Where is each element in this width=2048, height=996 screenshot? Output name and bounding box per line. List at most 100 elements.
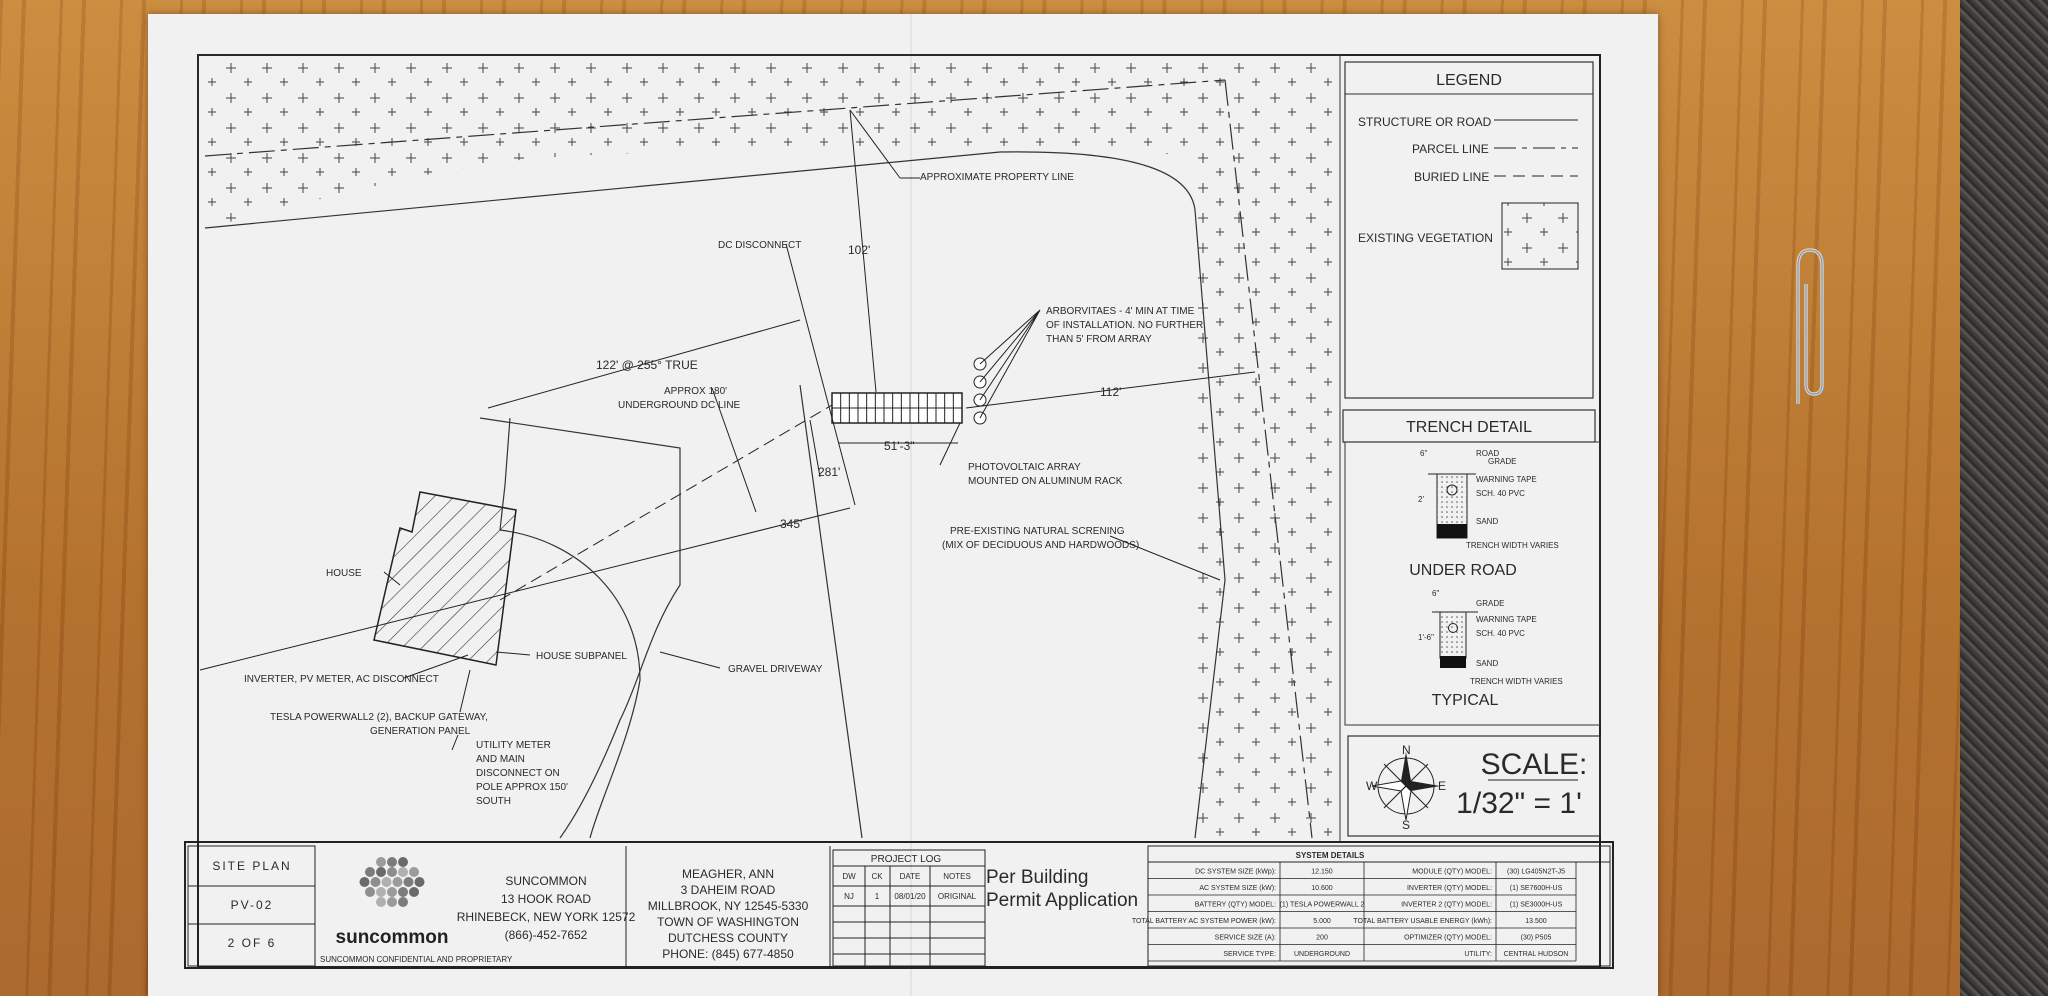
label-arborvitaes-1: ARBORVITAES - 4' MIN AT TIME <box>1046 306 1195 317</box>
client-line-3: MILLBROOK, NY 12545-5330 <box>648 899 809 913</box>
log-header-dw: DW <box>842 872 856 881</box>
label-arborvitaes-2: OF INSTALLATION. NO FURTHER <box>1046 320 1203 331</box>
system-cell: SERVICE TYPE: <box>1223 951 1276 958</box>
logo-dot <box>414 877 425 887</box>
parcel-line-top <box>204 79 1226 157</box>
trench-road-grade: GRADE <box>1488 457 1516 466</box>
label-inverter: INVERTER, PV METER, AC DISCONNECT <box>244 674 439 685</box>
trench-under-road: UNDER ROAD <box>1409 562 1517 579</box>
system-cell: 5.000 <box>1313 918 1331 925</box>
logo-dot <box>365 887 375 897</box>
trench-typ-tape: WARNING TAPE <box>1476 615 1537 624</box>
log-cell-notes: ORIGINAL <box>938 892 977 901</box>
trench-typ-d6: 6" <box>1432 589 1439 598</box>
client-line-4: TOWN OF WASHINGTON <box>657 915 799 929</box>
scale-panel: N S E W SCALE: 1/32" = 1' <box>1347 735 1601 837</box>
vegetation-right <box>1190 150 1335 838</box>
driveway-edge-2 <box>499 417 641 839</box>
trench-typ-grade: GRADE <box>1476 599 1504 608</box>
label-tesla-2: GENERATION PANEL <box>370 726 471 737</box>
sheet-id: PV-02 <box>231 898 274 912</box>
logo-dot <box>409 867 419 877</box>
logo-dot <box>381 877 392 887</box>
paperclip-icon <box>1796 248 1824 404</box>
label-screening-2: (MIX OF DECIDUOUS AND HARDWOODS) <box>942 540 1139 551</box>
logo-dot <box>365 867 375 877</box>
system-cell: TOTAL BATTERY USABLE ENERGY (kWh): <box>1353 918 1492 925</box>
carpet-floor <box>1960 0 2048 996</box>
label-dim-112: 112' <box>1100 385 1121 399</box>
trench-road-tape: WARNING TAPE <box>1476 475 1537 484</box>
arborvitaes <box>973 309 1041 425</box>
tree-line <box>999 151 1226 839</box>
log-header-ck: CK <box>871 872 883 881</box>
label-approx-property-line: APPROXIMATE PROPERTY LINE <box>920 172 1074 183</box>
trench-road-d2: 2' <box>1418 495 1424 504</box>
client-line-5: DUTCHESS COUNTY <box>668 931 788 945</box>
system-cell: 200 <box>1316 935 1328 942</box>
compass-s: S <box>1402 818 1410 832</box>
legend-buried: BURIED LINE <box>1414 170 1489 184</box>
label-utility-4: POLE APPROX 150' <box>476 782 568 793</box>
label-approx-180-1: APPROX 180' <box>664 386 727 397</box>
sheet-name: SITE PLAN <box>212 859 291 873</box>
system-cell: MODULE (QTY) MODEL: <box>1412 869 1492 876</box>
suncommon-logo <box>359 857 425 907</box>
label-bearing: 122' @ 255° TRUE <box>596 358 698 372</box>
trench-typ-width: TRENCH WIDTH VARIES <box>1470 677 1563 686</box>
label-dc-disconnect: DC DISCONNECT <box>718 240 801 251</box>
label-utility-5: SOUTH <box>476 796 511 807</box>
system-cell: UNDERGROUND <box>1294 951 1350 958</box>
legend-panel: LEGEND STRUCTURE OR ROAD PARCEL LINE BUR… <box>1344 61 1594 399</box>
trench-typ-d16: 1'-6" <box>1418 633 1434 642</box>
label-house: HOUSE <box>326 568 362 579</box>
label-dim-51: 51'-3" <box>884 439 915 453</box>
project-log-table: PROJECT LOG DW CK DATE NOTES NJ 1 08/01/… <box>832 849 986 967</box>
property-line-top <box>204 151 1001 229</box>
permit-line-2: Permit Application <box>986 890 1138 911</box>
legend-title: LEGEND <box>1436 72 1502 89</box>
logo-dot <box>376 867 386 877</box>
client-line-2: 3 DAHEIM ROAD <box>681 883 776 897</box>
label-approx-180-2: UNDERGROUND DC LINE <box>618 400 741 411</box>
label-pv-array-2: MOUNTED ON ALUMINUM RACK <box>968 476 1123 487</box>
system-cell: INVERTER 2 (QTY) MODEL: <box>1401 902 1492 909</box>
logo-text: suncommon <box>336 927 449 948</box>
logo-dot <box>403 877 414 887</box>
logo-dot <box>398 857 408 867</box>
logo-dot <box>398 887 408 897</box>
logo-dot <box>387 887 397 897</box>
system-cell: SERVICE SIZE (A): <box>1215 935 1276 942</box>
trench-road-d6: 6" <box>1420 449 1427 458</box>
system-cell: UTILITY: <box>1464 951 1492 958</box>
sheet-of: 2 OF 6 <box>228 936 277 950</box>
drawing-border <box>197 54 1601 968</box>
label-dim-281: 281' <box>818 465 840 479</box>
log-cell-dw: NJ <box>844 892 854 901</box>
label-pv-array-1: PHOTOVOLTAIC ARRAY <box>968 462 1081 473</box>
system-cell: (1) SE7600H-US <box>1510 885 1563 892</box>
trench-road-road: ROAD <box>1476 449 1499 458</box>
trench-typ-conduit: SCH. 40 PVC <box>1476 629 1525 638</box>
confidential-note: SUNCOMMON CONFIDENTIAL AND PROPRIETARY <box>320 955 513 964</box>
label-screening-1: PRE-EXISTING NATURAL SCRENING <box>950 526 1125 537</box>
compass-n: N <box>1402 743 1411 757</box>
trench-road-conduit: SCH. 40 PVC <box>1476 489 1525 498</box>
system-cell: TOTAL BATTERY AC SYSTEM POWER (kW): <box>1132 918 1276 925</box>
client-line-1: MEAGHER, ANN <box>682 867 774 881</box>
title-block: SITE PLAN PV-02 2 OF 6 <box>184 841 1614 969</box>
trench-detail-panel: TRENCH DETAIL 6" 2' ROAD GRADE WARNING T… <box>1342 409 1601 726</box>
logo-dot <box>376 897 386 907</box>
parcel-line-right <box>1224 79 1313 839</box>
logo-dot <box>376 887 386 897</box>
system-cell: (1) TESLA POWERWALL 2 <box>1280 902 1365 909</box>
logo-dot <box>398 867 408 877</box>
system-cell: (30) P505 <box>1521 935 1552 942</box>
label-utility-1: UTILITY METER <box>476 740 551 751</box>
trench-road-width: TRENCH WIDTH VARIES <box>1466 541 1559 550</box>
label-arborvitaes-3: THAN 5' FROM ARRAY <box>1046 334 1152 345</box>
compass-w: W <box>1366 779 1378 793</box>
trench-road-sand: SAND <box>1476 517 1498 526</box>
log-header-notes: NOTES <box>943 872 971 881</box>
system-cell: 13.500 <box>1525 918 1547 925</box>
